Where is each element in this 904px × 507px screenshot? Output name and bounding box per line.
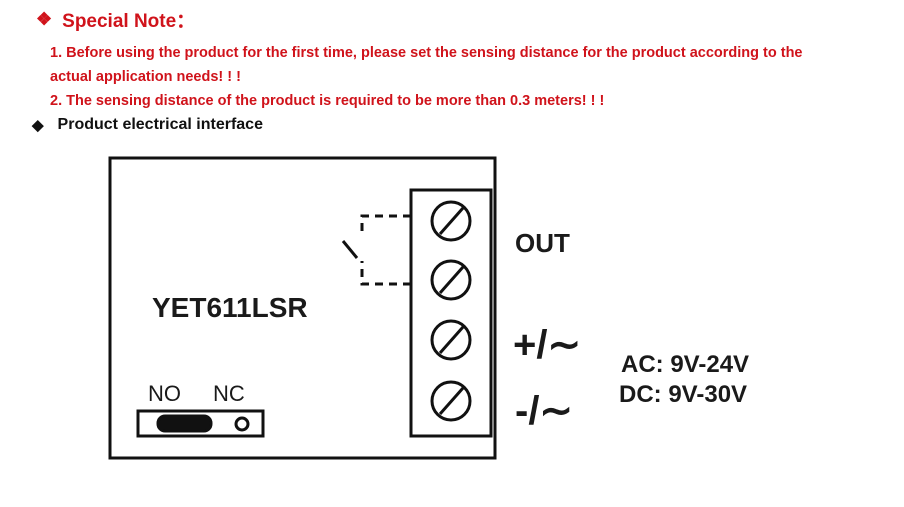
terminal-plus-label: +/∼ bbox=[513, 323, 581, 367]
note-line-1: 1. Before using the product for the firs… bbox=[50, 45, 803, 61]
jumper-label-no: NO bbox=[148, 381, 181, 406]
note-line-2: actual application needs! ! ! bbox=[50, 69, 241, 85]
jumper-label-nc: NC bbox=[213, 381, 245, 406]
device-outline bbox=[108, 156, 497, 460]
relay-contact-icon bbox=[341, 214, 411, 286]
model-label: YET611LSR bbox=[152, 292, 308, 323]
terminal-out-label: OUT bbox=[515, 228, 570, 258]
terminal-screw-4 bbox=[430, 380, 472, 422]
special-note-title-text: Special Note： bbox=[62, 11, 196, 32]
diamond-bullet-icon: ◆ bbox=[32, 117, 44, 134]
section-heading: ◆ Product electrical interface bbox=[32, 116, 263, 134]
ac-voltage-label: AC: 9V-24V bbox=[621, 351, 749, 378]
dc-voltage-label: DC: 9V-30V bbox=[619, 381, 747, 408]
terminal-minus-label: -/∼ bbox=[515, 389, 573, 433]
terminal-screw-2 bbox=[430, 259, 472, 301]
special-note-title: ❖ Special Note： bbox=[36, 6, 195, 33]
note-line-3: 2. The sensing distance of the product i… bbox=[50, 93, 605, 109]
terminal-block bbox=[409, 188, 493, 438]
four-diamond-bullet-icon: ❖ bbox=[36, 9, 53, 29]
terminal-screw-3 bbox=[430, 319, 472, 361]
section-heading-text: Product electrical interface bbox=[57, 116, 263, 133]
terminal-screw-1 bbox=[430, 200, 472, 242]
jumper-switch bbox=[136, 409, 265, 438]
